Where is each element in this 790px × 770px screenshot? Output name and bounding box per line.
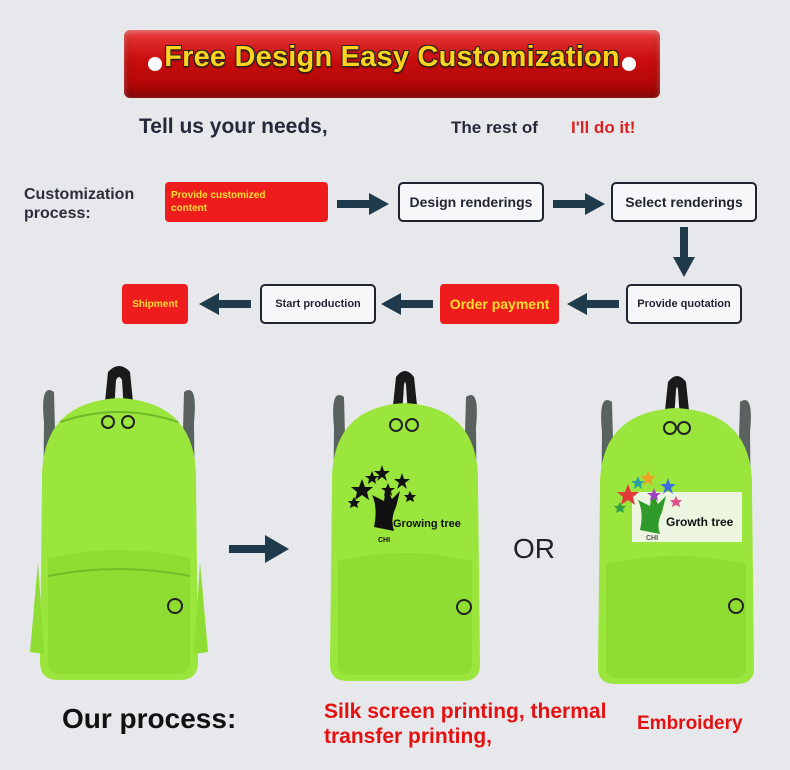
banner: Free Design Easy Customization xyxy=(124,30,660,98)
step-order-payment: Order payment xyxy=(440,284,559,324)
tagline-part1: Tell us your needs, xyxy=(139,115,328,138)
arrow-right-icon xyxy=(229,535,289,563)
step-shipment-label: Shipment xyxy=(132,298,178,310)
step-start-production-label: Start production xyxy=(275,298,361,310)
process-label-line1: Customization xyxy=(24,186,135,203)
embroidery-label: Embroidery xyxy=(637,713,743,734)
banner-dot-right xyxy=(622,57,636,71)
arrow-left-icon xyxy=(199,293,251,315)
step-provide-quotation-label: Provide quotation xyxy=(637,298,731,310)
process-label: Customization process: xyxy=(24,185,134,223)
step-design-renderings: Design renderings xyxy=(398,182,544,222)
silk-line2: transfer printing, xyxy=(324,725,493,748)
step-shipment: Shipment xyxy=(122,284,188,324)
backpack-plain xyxy=(30,366,208,680)
step-start-production: Start production xyxy=(260,284,376,324)
step-select-renderings: Select renderings xyxy=(611,182,757,222)
step-provide-quotation: Provide quotation xyxy=(626,284,742,324)
backpack-silk-print xyxy=(330,371,480,681)
tagline-part2: The rest of xyxy=(451,118,538,137)
process-label-line2: process: xyxy=(24,205,91,222)
logo1-text: Growing tree xyxy=(393,518,461,530)
arrow-down-icon xyxy=(673,227,695,277)
step-provide-content: Provide customized content xyxy=(165,182,328,222)
step-provide-content-label: Provide customized content xyxy=(171,190,266,214)
arrow-right-icon xyxy=(337,193,389,215)
our-process-label: Our process: xyxy=(62,703,237,734)
banner-title: Free Design Easy Customization xyxy=(164,41,620,73)
step-design-renderings-label: Design renderings xyxy=(409,194,533,210)
backpack-embroidery xyxy=(598,376,754,684)
silk-line1: Silk screen printing, thermal xyxy=(324,700,607,723)
or-label: OR xyxy=(513,533,555,564)
arrow-left-icon xyxy=(381,293,433,315)
arrow-right-icon xyxy=(553,193,605,215)
logo1-sub: CHI xyxy=(378,537,391,544)
logo2-text: Growth tree xyxy=(666,515,734,529)
tagline-part3: I'll do it! xyxy=(571,118,636,137)
banner-dot-left xyxy=(148,57,162,71)
logo2-sub: CHI xyxy=(646,535,659,542)
step-select-renderings-label: Select renderings xyxy=(625,194,743,210)
arrow-left-icon xyxy=(567,293,619,315)
step-order-payment-label: Order payment xyxy=(449,296,550,312)
silk-screen-label: Silk screen printing, thermal transfer p… xyxy=(324,699,606,749)
